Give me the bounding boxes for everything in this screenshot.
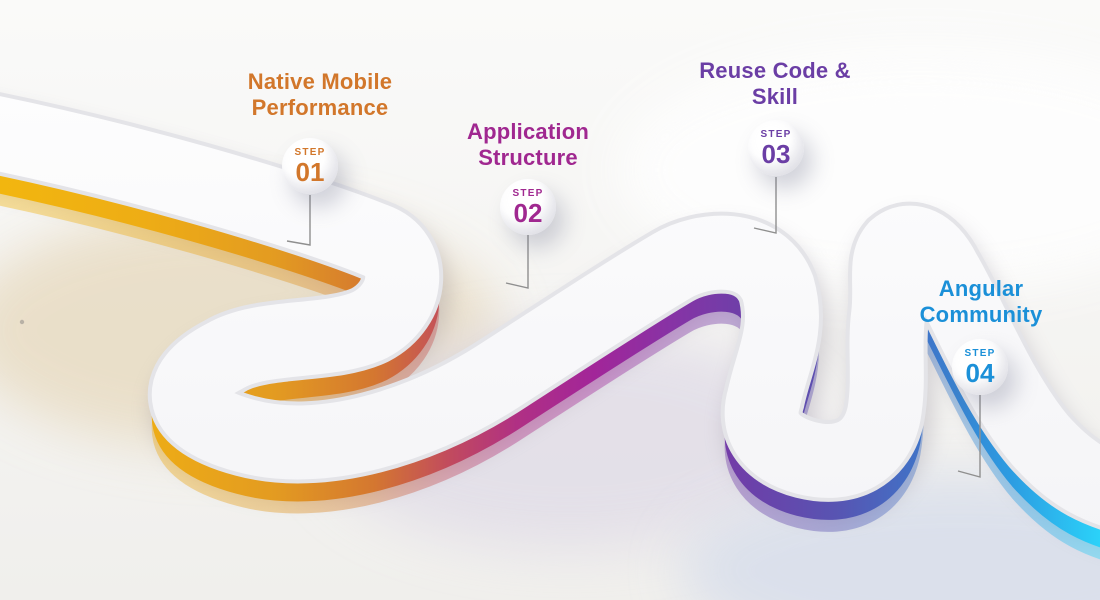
pin-stems — [286, 177, 981, 478]
step-3-number: 03 — [761, 139, 791, 169]
step-3-title-line1: Reuse Code & — [699, 58, 851, 83]
background-speck — [19, 319, 25, 325]
step-4-label: STEP — [964, 348, 996, 359]
pin-stem-4 — [957, 395, 981, 478]
step-2-number: 02 — [513, 198, 543, 228]
step-3-title: Reuse Code & Skill — [639, 58, 911, 110]
step-4-title-line2: Community — [919, 302, 1043, 327]
pin-stem-1 — [286, 195, 311, 246]
step-2-title-line1: Application — [467, 119, 589, 144]
step-2-title-line2: Structure — [478, 145, 578, 170]
pin-stem-3 — [753, 177, 777, 234]
pin-stem-2 — [505, 235, 529, 289]
step-3-title-line2: Skill — [751, 84, 799, 109]
step-1-number: 01 — [295, 157, 325, 187]
step-2-badge: STEP 02 — [500, 179, 556, 235]
step-4-badge: STEP 04 — [952, 339, 1008, 395]
step-1-badge: STEP 01 — [282, 138, 338, 194]
step-4-number: 04 — [965, 358, 995, 388]
step-2-label: STEP — [512, 188, 544, 199]
step-1-title-line1: Native Mobile — [247, 69, 393, 94]
step-3-badge: STEP 03 — [748, 120, 804, 176]
step-1-title-line2: Performance — [251, 95, 389, 120]
step-3-label: STEP — [760, 129, 792, 140]
step-4-title-line1: Angular — [938, 276, 1024, 301]
step-2-title: Application Structure — [392, 119, 664, 171]
step-1-label: STEP — [294, 147, 326, 158]
step-1-title: Native Mobile Performance — [184, 69, 456, 121]
step-4-title: Angular Community — [845, 276, 1100, 328]
